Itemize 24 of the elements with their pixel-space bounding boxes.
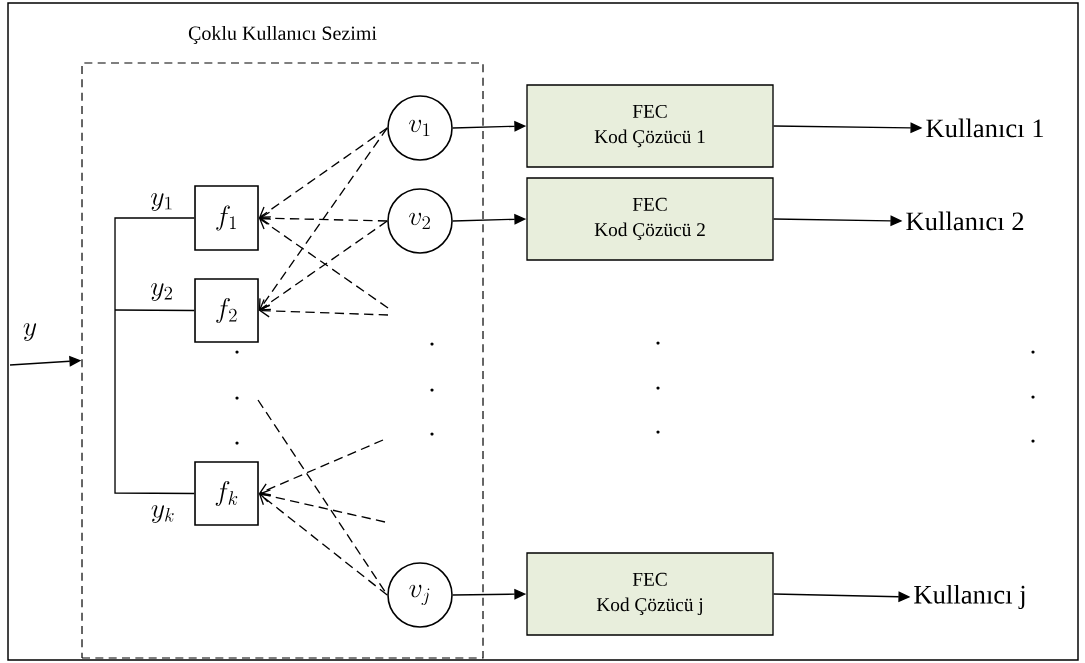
connector-line (114, 309, 195, 312)
node-label: Çoklu Kullanıcı Sezimi (188, 25, 377, 45)
arrow (258, 489, 386, 523)
decoder-box: FEC Kod Çözücü 1 (526, 84, 774, 168)
user-label: Kullanıcı 1 (926, 118, 1044, 138)
arrow (258, 127, 388, 218)
user-label: Kullanıcı 2 (906, 211, 1024, 231)
decoder-box: FEC Kod Çözücü j (526, 552, 774, 636)
edge-label: $y_1$ (151, 193, 172, 211)
function-box: $f_k$ (194, 461, 259, 526)
decoder-box: FEC Kod Çözücü 2 (526, 177, 774, 261)
function-box: $f_1$ (194, 185, 259, 251)
edge-label: $y_2$ (151, 283, 172, 301)
arrow (258, 439, 384, 496)
arrow (258, 493, 388, 596)
edge-label: $y$ (23, 323, 37, 341)
arrow (258, 304, 389, 318)
arrow (258, 211, 388, 225)
edge-label: $y_k$ (151, 505, 174, 523)
function-box: $f_2$ (194, 278, 259, 343)
connector-line (114, 309, 195, 495)
connector-line (114, 217, 195, 311)
arrow (258, 127, 388, 311)
user-label: Kullanıcı j (914, 584, 1025, 610)
